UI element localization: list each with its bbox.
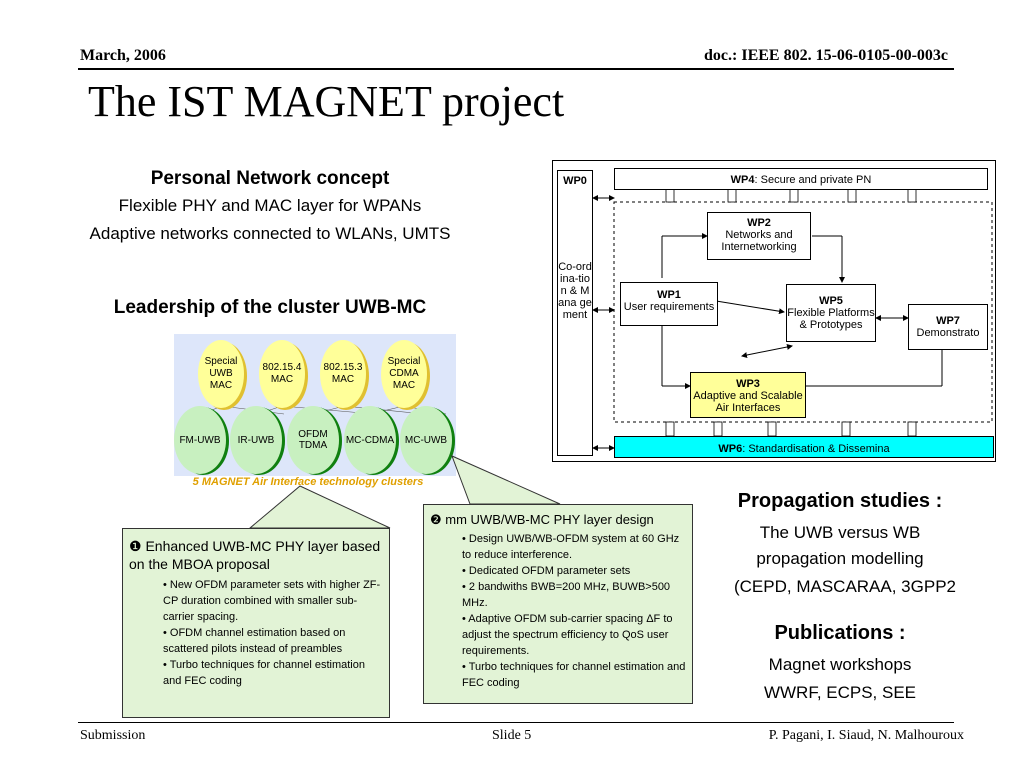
wp3-label: WP3 [736, 378, 760, 390]
wp2-text: Networks and Internetworking [721, 229, 797, 253]
wp7-box: WP7 Demonstrato [908, 304, 988, 350]
callout1-item: • New OFDM parameter sets with higher ZF… [163, 579, 381, 623]
callout-enhanced-uwb-mc: ❶ Enhanced UWB-MC PHY layer based on the… [122, 528, 390, 718]
footer-submission: Submission [80, 728, 146, 743]
callout1-title: ❶ Enhanced UWB-MC PHY layer based on the… [129, 538, 381, 572]
header-rule [78, 68, 954, 70]
callout2-list: • Design UWB/WB-OFDM system at 60 GHz to… [430, 531, 686, 691]
cluster-caption: 5 MAGNET Air Interface technology cluste… [174, 476, 442, 492]
publications-line-2: WWRF, ECPS, SEE [763, 683, 917, 702]
propagation-line-2: propagation modelling [756, 549, 924, 568]
wp6-text: : Standardisation & Dissemina [742, 443, 890, 455]
wp0-text: Co-ordina-tion & Mana ge ment [558, 261, 592, 321]
page-title: The IST MAGNET project [88, 77, 565, 126]
phy-ellipse-mc-cdma: MC-CDMA [344, 406, 396, 474]
header-date: March, 2006 [80, 47, 166, 64]
wp0-label: WP0 [563, 175, 587, 187]
callout1-item: • Turbo techniques for channel estimatio… [163, 659, 365, 687]
pn-title: Personal Network concept [150, 168, 390, 189]
mac-ellipse-802-15-4: 802.15.4 MAC [259, 340, 305, 408]
wp6-box: WP6: Standardisation & Dissemina [614, 436, 994, 458]
wp4-label: WP4 [730, 174, 755, 186]
callout1-item: • OFDM channel estimation based on scatt… [163, 627, 346, 655]
wp3-box: WP3 Adaptive and Scalable Air Interfaces [690, 372, 806, 418]
propagation-line-1: The UWB versus WB [759, 523, 921, 542]
wp2-box: WP2 Networks and Internetworking [707, 212, 811, 260]
mac-ellipse-special-uwb: Special UWB MAC [198, 340, 244, 408]
callout2-item: • Design UWB/WB-OFDM system at 60 GHz to… [462, 533, 680, 561]
wp3-text: Adaptive and Scalable Air Interfaces [693, 390, 803, 414]
phy-ellipse-ofdm-tdma: OFDM TDMA [287, 406, 339, 474]
wp2-label: WP2 [747, 217, 771, 229]
callout-mm-uwb-wb-mc: ❷ mm UWB/WB-MC PHY layer design • Design… [423, 504, 693, 704]
cluster-title: Leadership of the cluster UWB-MC [113, 297, 427, 318]
cluster-figure: Special UWB MAC 802.15.4 MAC 802.15.3 MA… [174, 334, 456, 476]
wp6-label: WP6 [718, 443, 743, 455]
publications-title: Publications : [774, 622, 906, 644]
wp4-box: WP4: Secure and private PN [614, 168, 988, 190]
wp1-text: User requirements [623, 301, 715, 313]
wp5-box: WP5 Flexible Platforms & Prototypes [786, 284, 876, 342]
wp-diagram-lines [592, 187, 993, 451]
wp7-label: WP7 [936, 315, 960, 327]
wp1-box: WP1 User requirements [620, 282, 718, 326]
callout2-item: • 2 bandwiths BWB=200 MHz, BUWB>500 MHz. [462, 581, 671, 609]
footer-authors: P. Pagani, I. Siaud, N. Malhouroux [768, 728, 964, 743]
phy-ellipse-fm-uwb: FM-UWB [174, 406, 226, 474]
callout1-list: • New OFDM parameter sets with higher ZF… [129, 577, 383, 689]
wp-diagram [552, 160, 996, 462]
footer-rule [78, 722, 954, 723]
pn-line-1: Flexible PHY and MAC layer for WPANs [118, 196, 422, 215]
callout2-title: ❷ mm UWB/WB-MC PHY layer design [430, 512, 654, 527]
mac-ellipse-802-15-3: 802.15.3 MAC [320, 340, 366, 408]
pn-line-2: Adaptive networks connected to WLANs, UM… [89, 224, 451, 243]
callout2-item: • Adaptive OFDM sub-carrier spacing ΔF t… [462, 613, 673, 657]
callout2-item: • Dedicated OFDM parameter sets [462, 565, 631, 577]
propagation-line-3: (CEPD, MASCARAA, 3GPP2 [733, 577, 956, 596]
wp7-text: Demonstrato [916, 327, 980, 339]
publications-line-1: Magnet workshops [768, 655, 912, 674]
callout2-item: • Turbo techniques for channel estimatio… [462, 661, 686, 689]
propagation-title: Propagation studies : [737, 490, 943, 512]
phy-ellipse-ir-uwb: IR-UWB [230, 406, 282, 474]
header-doc-id: doc.: IEEE 802. 15-06-0105-00-003c [704, 47, 948, 64]
wp5-text: Flexible Platforms & Prototypes [787, 307, 875, 331]
wp5-label: WP5 [819, 295, 843, 307]
wp1-label: WP1 [657, 289, 681, 301]
footer-slide-number: Slide 5 [492, 728, 532, 743]
wp4-text: : Secure and private PN [754, 174, 872, 186]
mac-ellipse-special-cdma: Special CDMA MAC [381, 340, 427, 408]
wp0-box: WP0 Co-ordina-tion & Mana ge ment [557, 170, 593, 456]
phy-ellipse-mc-uwb: MC-UWB [400, 406, 452, 474]
